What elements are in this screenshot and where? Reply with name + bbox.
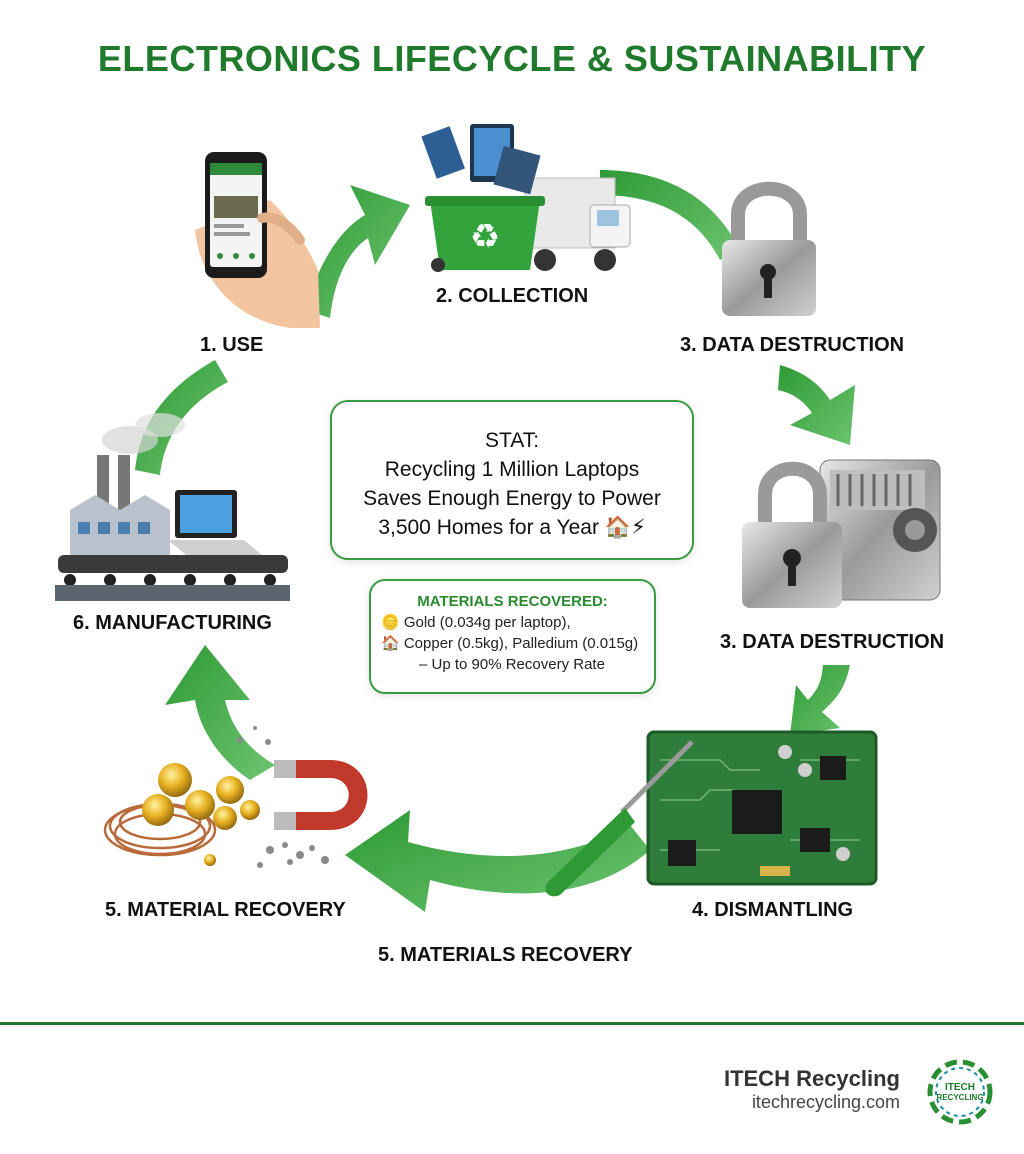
- stat-line-1: Recycling 1 Million Laptops: [384, 458, 640, 481]
- stage-label-data-destruction-right: 3. DATA DESTRUCTION: [720, 631, 945, 653]
- stage-label-materials-recovery: 5. MATERIALS RECOVERY: [378, 944, 633, 966]
- arrow-to-dismantling: [790, 665, 850, 735]
- brand-name: ITECH Recycling: [723, 1066, 900, 1091]
- factory-illustration: [55, 413, 290, 601]
- page-title: ELECTRONICS LIFECYCLE & SUSTAINABILITY: [97, 38, 927, 79]
- stat-line-2: Saves Enough Energy to Power: [363, 487, 661, 510]
- materials-line-3: – Up to 90% Recovery Rate: [419, 656, 605, 673]
- phone-in-hand-illustration: [195, 152, 320, 328]
- stage-label-data-destruction-top: 3. DATA DESTRUCTION: [680, 334, 905, 356]
- footer-divider: [0, 1022, 1024, 1025]
- stage-label-material-recovery: 5. MATERIAL RECOVERY: [105, 899, 346, 921]
- stage-label-use: 1. USE: [200, 334, 264, 356]
- brand-logo: ITECH RECYCLING: [927, 1059, 993, 1125]
- brand-url: itechrecycling.com: [751, 1092, 900, 1112]
- logo-text-line-2: RECYCLING: [936, 1093, 983, 1102]
- circuit-board-illustration: [545, 730, 878, 897]
- arc-manufacturing-to-use: [135, 360, 228, 475]
- materials-line-2: 🏠 Copper (0.5kg), Palledium (0.015g): [381, 635, 639, 652]
- padlock-illustration-top: [722, 181, 816, 316]
- material-recovery-illustration: [103, 726, 368, 868]
- materials-box: MATERIALS RECOVERED: 🪙 Gold (0.034g per …: [369, 579, 656, 694]
- arrow-use-to-collection: [305, 185, 410, 318]
- stat-line-3: 3,500 Homes for a Year 🏠⚡: [378, 516, 646, 539]
- logo-text-line-1: ITECH: [945, 1082, 975, 1093]
- arrow-recovery-to-manufacturing: [165, 645, 275, 780]
- stage-label-collection: 2. COLLECTION: [436, 285, 589, 307]
- arrow-dismantling-to-recovery: [345, 810, 650, 912]
- arc-collection-to-data-destruction: [600, 170, 740, 260]
- materials-line-1: 🪙 Gold (0.034g per laptop),: [381, 614, 571, 631]
- stage-label-dismantling: 4. DISMANTLING: [692, 899, 854, 921]
- arrow-to-data-destruction-2: [778, 365, 855, 445]
- shredder-illustration: [742, 459, 941, 608]
- stat-title: STAT:: [484, 429, 540, 452]
- lifecycle-diagram: ♻: [55, 124, 941, 912]
- svg-text:♻: ♻: [470, 217, 500, 257]
- collection-truck-illustration: ♻: [421, 124, 631, 272]
- materials-title: MATERIALS RECOVERED:: [417, 593, 608, 610]
- stat-box: STAT: Recycling 1 Million Laptops Saves …: [330, 400, 694, 560]
- stage-label-manufacturing: 6. MANUFACTURING: [73, 612, 272, 634]
